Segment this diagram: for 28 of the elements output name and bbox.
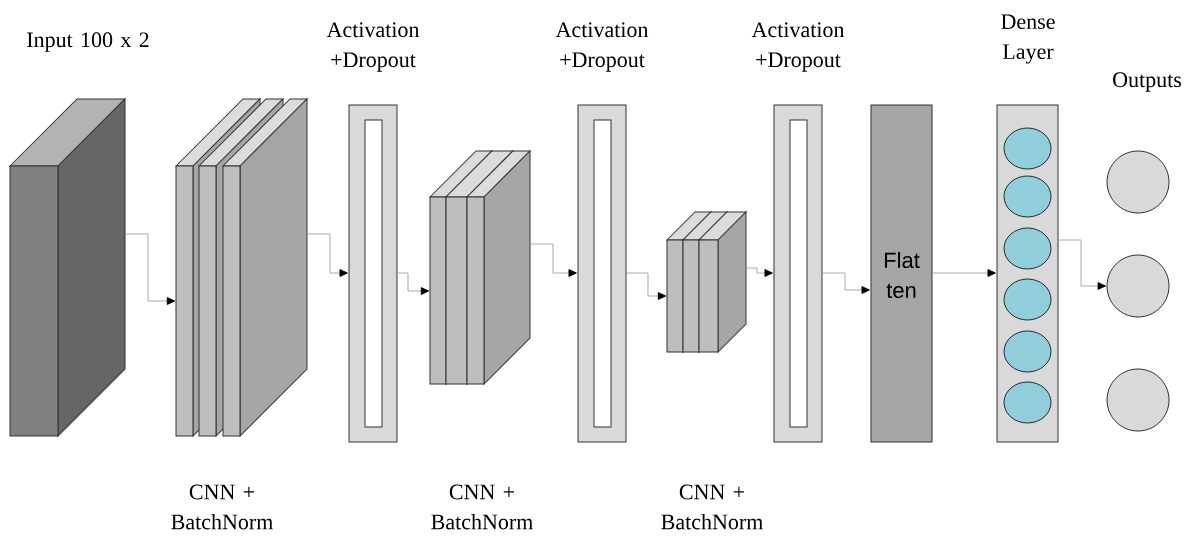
neuron [1003, 175, 1052, 218]
output-neuron [1106, 368, 1170, 432]
arrow [306, 233, 348, 277]
layer-label: Activation +Dropout [555, 22, 649, 72]
layer-label: Input 100 x 2 [27, 32, 149, 52]
neuron [1003, 330, 1052, 373]
neuron [1003, 278, 1052, 321]
layer-label: Activation +Dropout [751, 22, 845, 72]
layer-label: CNN + BatchNorm [661, 484, 763, 530]
arrow [124, 233, 176, 305]
neuron [1003, 127, 1052, 170]
layer-label: CNN + BatchNorm [431, 484, 533, 530]
layer-label: Activation +Dropout [326, 22, 420, 72]
arrow [529, 243, 577, 277]
arrow [1058, 239, 1106, 290]
arrow [932, 269, 996, 277]
arrow [745, 267, 773, 277]
column-label: Outputs [1113, 72, 1182, 92]
layer-label: Flat ten [885, 251, 920, 299]
arrow [822, 272, 870, 294]
neuron [1003, 227, 1052, 270]
arrow [626, 272, 667, 300]
neuron [1003, 381, 1052, 424]
output-neuron [1106, 150, 1170, 214]
layer-label: CNN + BatchNorm [171, 484, 273, 530]
layer-label: Dense Layer [1001, 14, 1055, 64]
output-neuron [1106, 254, 1170, 318]
arrow [397, 272, 430, 295]
